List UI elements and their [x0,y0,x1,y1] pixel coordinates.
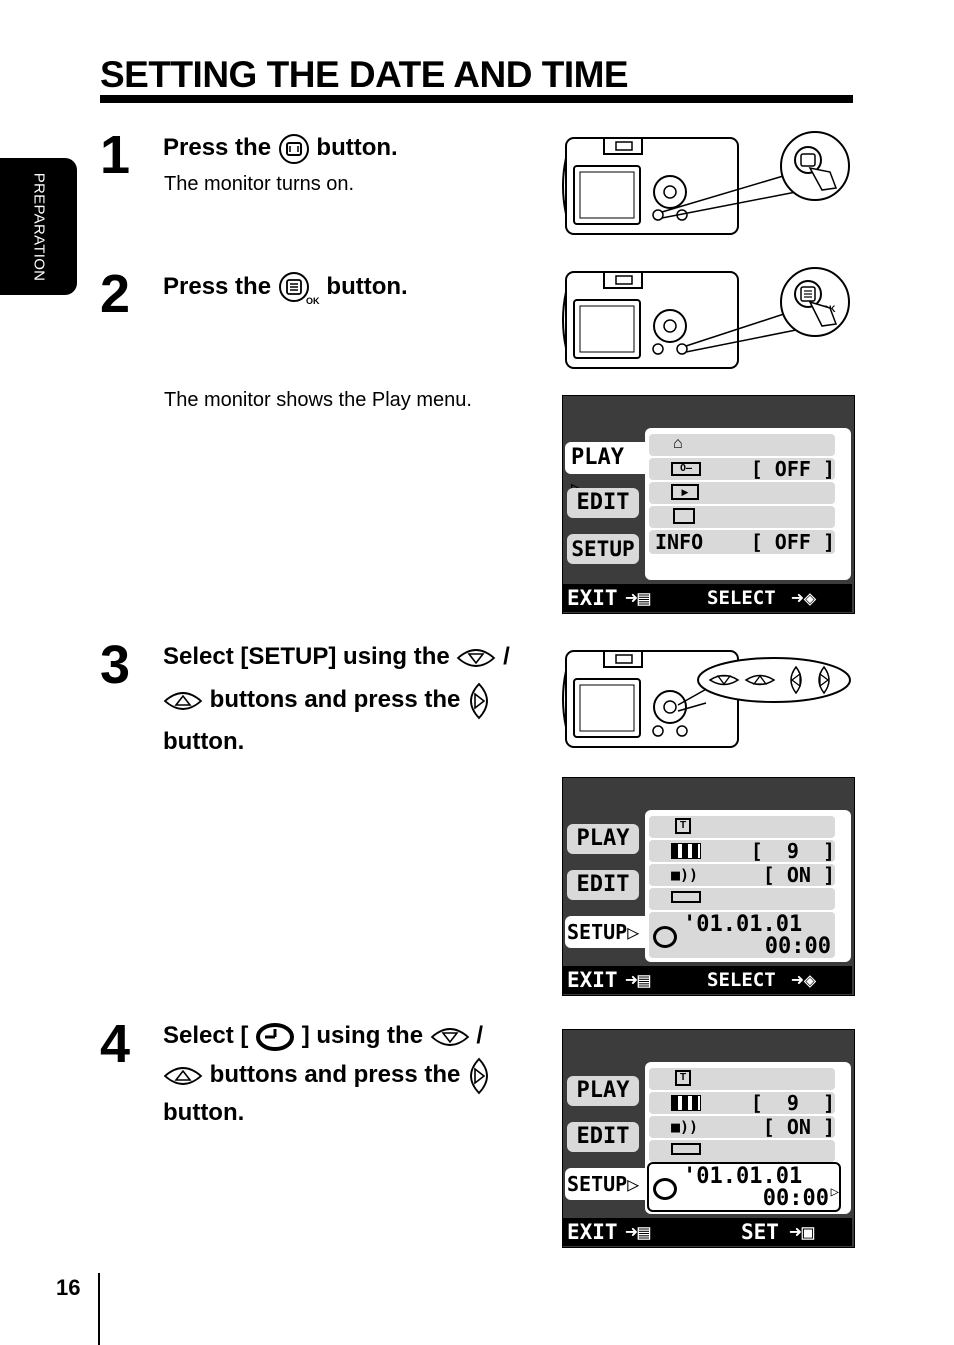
arrow-menu-icon: ➜▤ [625,968,651,992]
camera-illustration-monitor-button [562,131,850,235]
clock-icon [653,1178,677,1200]
step-2-text-post: button. [326,273,408,300]
step-2-text-pre: Press the [163,273,272,300]
lcd-footer: EXIT ➜▤ SET ➜▣ [563,1218,852,1246]
camera-illustration-menu-button: OK [562,267,850,369]
arrow-dial-icon: ➜◈ [791,586,817,610]
right-triangle-icon: ▷ [830,1184,839,1200]
menu-row-frame-count: [ 9 ] [649,1092,835,1114]
menu-row-brightness [649,1140,835,1162]
step-4-number: 4 [100,1014,131,1074]
monitor-button-icon [278,133,309,164]
print-icon [673,508,695,524]
menu-row-format: T [649,816,835,838]
menu-row-print-order: ⌂ [649,434,835,456]
lcd-footer: EXIT ➜▤ SELECT ➜◈ [563,584,852,612]
down-arrow-button-icon [457,648,496,667]
step-1-text-pre: Press the [163,134,272,161]
menu-row-datetime-selected: '01.01.01 00:00 ▷ [647,1162,841,1212]
lcd-setup-menu: PLAY EDIT SETUP▷ T [ 9 ] ■))[ ON ] '01.0… [562,777,855,996]
page-number: 16 [56,1275,81,1300]
menu-row-slideshow: ▶ [649,482,835,504]
step-2-result: The monitor shows the Play menu. [164,389,472,411]
frame-count-icon [671,1095,701,1111]
step-2-number: 2 [100,264,131,324]
title-rule [100,95,853,103]
step-1-instruction: Press the button. [163,126,398,169]
clock-icon [256,1022,295,1051]
right-arrow-button-icon [470,1057,488,1094]
camera-illustration-arrow-pad [562,650,851,748]
tab-edit: EDIT [567,1122,639,1152]
page-number-rule [98,1273,100,1345]
step-1-text-post: button. [316,134,398,161]
arrow-dial-icon: ➜◈ [791,968,817,992]
slideshow-icon: ▶ [671,484,699,500]
menu-panel: ⌂ O‒[ OFF ] ▶ INFO[ OFF ] [645,428,851,580]
page-title: SETTING THE DATE AND TIME [100,54,629,95]
svg-text:OK: OK [306,296,320,305]
menu-row-format: T [649,1068,835,1090]
menu-row-datetime: '01.01.01 00:00 [649,912,835,959]
menu-row-info: INFO[ OFF ] [649,530,835,554]
menu-row-beep: ■))[ ON ] [649,864,835,886]
tab-play: PLAY [567,1076,639,1106]
menu-row-frame-count: [ 9 ] [649,840,835,862]
up-arrow-button-icon [163,1066,203,1085]
tab-edit: EDIT [567,488,639,518]
format-card-icon: T [675,818,691,834]
section-tab: PREPARATION [0,158,77,295]
tab-setup: SETUP▷ [565,1168,645,1200]
up-arrow-button-icon [163,691,203,710]
step-4-instruction-line1: Select [ ] using the / [163,1022,484,1051]
down-arrow-button-icon [430,1027,470,1046]
step-1-number: 1 [100,125,131,185]
menu-row-beep: ■))[ ON ] [649,1116,835,1138]
step-3-instruction-line2: buttons and press the [163,678,491,721]
lcd-play-menu: PLAY ▷ EDIT SETUP ⌂ O‒[ OFF ] ▶ INFO[ OF… [562,395,855,614]
step-3-instruction-line1: Select [SETUP] using the / [163,643,510,670]
step-3-instruction-line3: button. [163,728,245,755]
clock-icon [653,926,677,948]
tab-play: PLAY ▷ [565,442,645,502]
lcd-footer: EXIT ➜▤ SELECT ➜◈ [563,966,852,994]
tab-edit: EDIT [567,870,639,900]
print-order-icon: ⌂ [673,435,683,452]
menu-ok-button-icon: OK [278,271,320,305]
protect-key-icon: O‒ [671,462,701,476]
tab-play: PLAY [567,824,639,854]
step-2-instruction: Press the OK button. [163,265,408,308]
tab-setup: SETUP▷ [565,916,645,948]
menu-row-protect: O‒[ OFF ] [649,458,835,480]
beep-icon: ■)) [671,866,699,884]
step-1-result: The monitor turns on. [164,173,355,195]
menu-panel: T [ 9 ] ■))[ ON ] '01.01.01 00:00 [645,810,851,962]
arrow-menu-icon: ➜▤ [625,586,651,610]
tab-setup: SETUP [567,534,639,564]
step-4-instruction-line3: button. [163,1099,245,1126]
step-3-number: 3 [100,635,131,695]
monitor-brightness-icon [671,891,701,903]
menu-panel: T [ 9 ] ■))[ ON ] '01.01.01 00:00 ▷ [645,1062,851,1214]
frame-count-icon [671,843,701,859]
arrow-right-button-icon: ➜▣ [789,1220,815,1244]
lcd-setup-menu-set: PLAY EDIT SETUP▷ T [ 9 ] ■))[ ON ] '01.0… [562,1029,855,1248]
format-card-icon: T [675,1070,691,1086]
menu-row-brightness [649,888,835,910]
right-arrow-button-icon [470,682,488,719]
beep-icon: ■)) [671,1118,699,1136]
section-tab-label: PREPARATION [30,172,47,281]
menu-row-print [649,506,835,528]
monitor-brightness-icon [671,1143,701,1155]
arrow-menu-icon: ➜▤ [625,1220,651,1244]
step-4-instruction-line2: buttons and press the [163,1053,491,1096]
